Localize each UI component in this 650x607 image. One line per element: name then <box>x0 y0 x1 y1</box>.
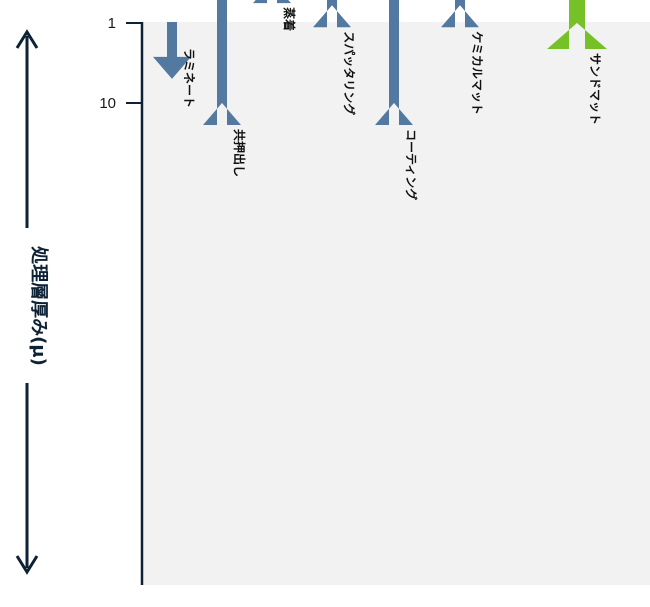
plot-background <box>143 22 650 585</box>
method-arrows: ラミネート共押出し蒸着スパッタリングコーティングケミカルマット放電処理サンドマッ… <box>153 0 607 200</box>
method-arrow <box>375 0 413 125</box>
method-label: ラミネート <box>182 48 196 108</box>
y-tick-label: 10 <box>99 95 116 112</box>
method-label: ケミカルマット <box>470 31 484 115</box>
method-arrow <box>153 22 191 79</box>
method-label: サンドマット <box>588 53 602 125</box>
y-tick-label: 1 <box>108 15 116 32</box>
method-label: コーティング <box>404 129 419 200</box>
method-label: スパッタリング <box>342 31 357 115</box>
method-label: 蒸着 <box>282 7 297 31</box>
y-axis-ticks: 1010.10.010.0010.0001 <box>99 15 142 112</box>
axis-direction-arrow <box>15 29 39 575</box>
method-arrow <box>547 0 607 49</box>
method-arrow <box>313 0 351 28</box>
axis-title: 処理層厚み(μ) <box>28 246 50 366</box>
method-label: 共押出し <box>232 129 247 177</box>
method-arrow <box>441 0 479 28</box>
method-arrow <box>203 0 241 125</box>
method-arrow <box>253 0 291 4</box>
